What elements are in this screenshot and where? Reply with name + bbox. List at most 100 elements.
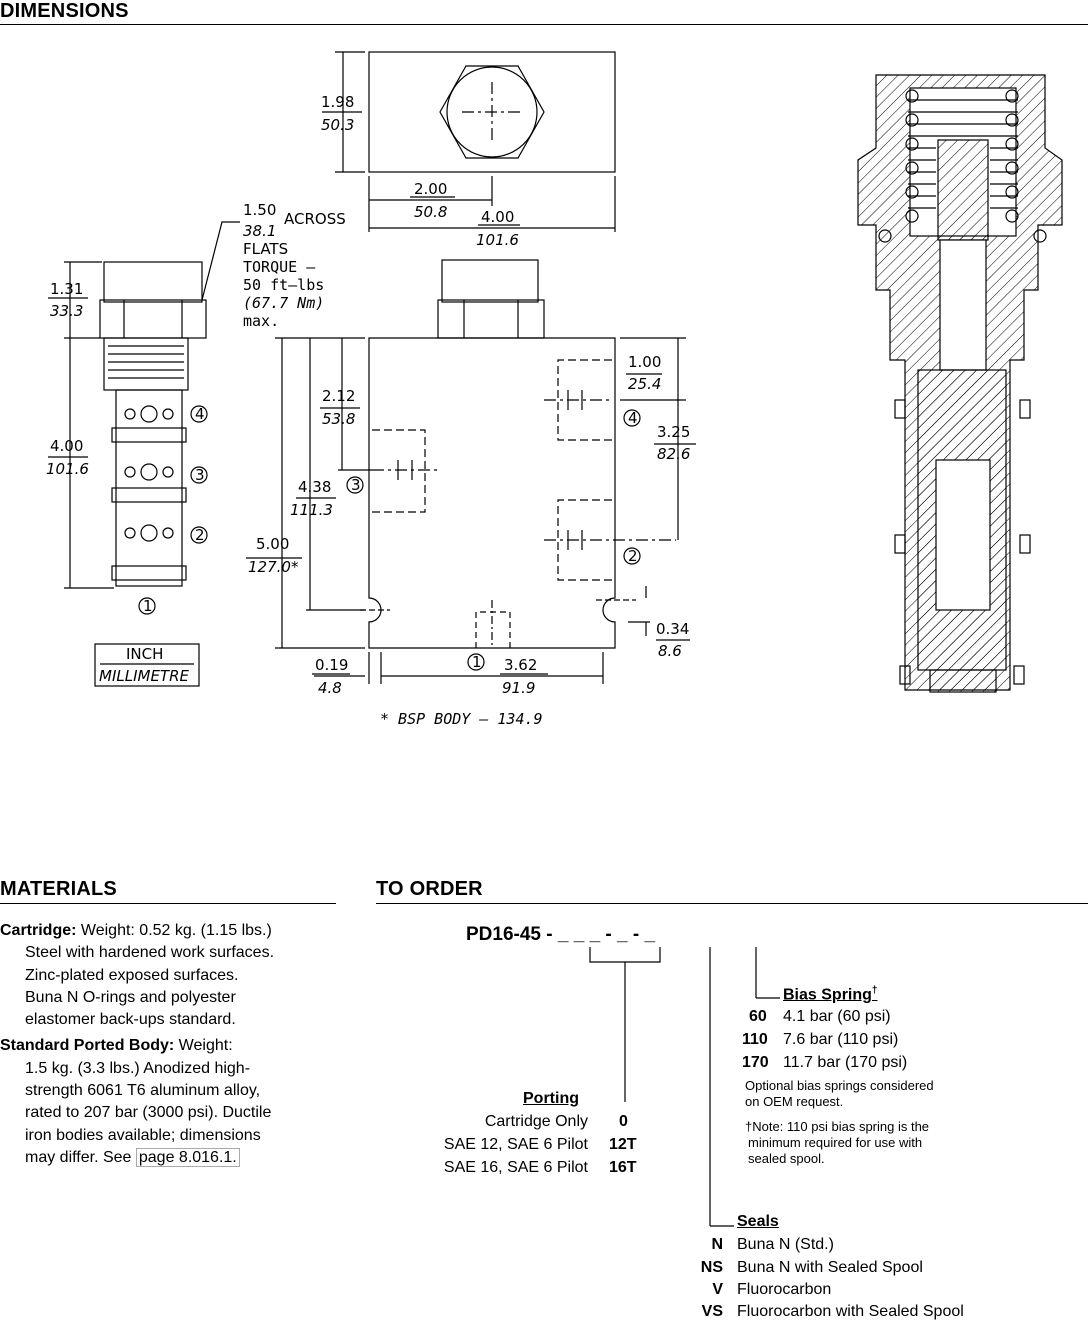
bias-label: 4.1 bar (60 psi) (783, 1008, 891, 1025)
materials-section: Cartridge: Weight: 0.52 kg. (1.15 lbs.) … (0, 920, 340, 1173)
dim-label: 4.8 (318, 679, 342, 697)
cartridge-line: Buna N O-rings and polyester (25, 988, 236, 1006)
dim-label: 1.31 (50, 280, 83, 298)
dim-label: 4.38 (298, 478, 331, 496)
materials-rule (0, 903, 336, 904)
body-weight: Weight: (174, 1037, 233, 1055)
dimensions-rule (0, 24, 1088, 25)
dimension-drawing: 1.98 50.3 2.00 50.8 4.00 101.6 1.50 ACRO… (46, 51, 1063, 728)
cartridge-view (48, 221, 240, 687)
port-label: 1 (143, 597, 153, 615)
cartridge-materials: Cartridge: Weight: 0.52 kg. (1.15 lbs.) … (0, 920, 340, 1031)
dim-label: 1.50 (243, 201, 276, 219)
seal-code: V (712, 1281, 723, 1298)
cartridge-label: Cartridge: (0, 922, 77, 939)
model-code: PD16-45 - _ _ _ - _ - _ (466, 924, 656, 945)
dim-label: 8.6 (658, 642, 682, 660)
porting-option-code: 12T (609, 1136, 637, 1153)
dimensions-title: DIMENSIONS (0, 0, 129, 22)
note-line: minimum required for use with (748, 1135, 923, 1150)
port-label: 2 (628, 547, 638, 565)
body-line: strength 6061 T6 aluminum alloy, (25, 1082, 261, 1100)
port-label: 4 (195, 405, 205, 423)
top-view (322, 51, 616, 232)
dim-label: 5.00 (256, 535, 289, 553)
dim-label: 25.4 (628, 375, 661, 393)
dim-label: 4.00 (481, 208, 514, 226)
bias-code: 170 (742, 1054, 769, 1071)
seal-code: NS (700, 1259, 723, 1276)
bias-label: 7.6 bar (110 psi) (783, 1031, 899, 1048)
bias-label: 11.7 bar (170 psi) (783, 1054, 908, 1071)
seal-label: Fluorocarbon (737, 1281, 832, 1298)
porting-option-label: Cartridge Only (484, 1113, 588, 1130)
body-line: rated to 207 bar (3000 psi). Ductile (25, 1104, 272, 1122)
bias-note-minimum: †Note: 110 psi bias spring is the minimu… (745, 1119, 929, 1167)
bias-heading-text: Bias Spring (783, 986, 872, 1004)
legend-millimetre: MILLIMETRE (99, 667, 190, 685)
dim-label: 101.6 (476, 231, 519, 249)
dim-label: 3.62 (504, 656, 537, 674)
torque-note: 50 ft–lbs (243, 276, 324, 294)
dim-label: 50.3 (321, 116, 354, 134)
porting-option-code: 0 (619, 1113, 628, 1130)
torque-note: (67.7 Nm) (243, 294, 324, 312)
body-line: 1.5 kg. (3.3 lbs.) Anodized high- (25, 1059, 251, 1077)
body-line: iron bodies available; dimensions (25, 1126, 261, 1144)
note-line: sealed spool. (748, 1151, 825, 1166)
page-link[interactable]: page 8.016.1. (135, 1147, 240, 1167)
bias-spring-heading: Bias Spring† (783, 985, 877, 1004)
cartridge-line: Steel with hardened work surfaces. (25, 944, 275, 962)
port-label: 2 (195, 526, 205, 544)
porting-option-code: 16T (609, 1159, 637, 1176)
body-view (246, 259, 696, 684)
dim-label: 2.00 (414, 180, 447, 198)
dim-label: FLATS (243, 240, 288, 258)
dim-label: 1.00 (628, 353, 661, 371)
port-label: 1 (472, 653, 482, 671)
dim-label: 0.34 (656, 620, 689, 638)
bsp-body-note: * BSP BODY – 134.9 (380, 710, 543, 728)
order-rule (376, 903, 1088, 904)
dim-label: 2.12 (322, 387, 355, 405)
torque-note: max. (243, 312, 279, 330)
seals-heading: Seals (737, 1213, 779, 1230)
porting-option-label: SAE 12, SAE 6 Pilot (443, 1136, 588, 1153)
dim-label: 111.3 (290, 501, 333, 519)
dim-label: 0.19 (315, 656, 348, 674)
dim-label: 38.1 (243, 222, 276, 240)
note-line: Optional bias springs considered (745, 1078, 934, 1093)
seal-label: Buna N with Sealed Spool (737, 1259, 923, 1276)
note-line: on OEM request. (745, 1094, 844, 1109)
body-port-circles (346, 409, 641, 565)
dim-label: 53.8 (322, 410, 355, 428)
note-line: †Note: 110 psi bias spring is the (745, 1119, 930, 1134)
dim-label: 1.98 (321, 93, 354, 111)
cartridge-port-labels (190, 405, 208, 544)
legend-inch: INCH (126, 645, 163, 663)
seal-label: Buna N (Std.) (737, 1236, 834, 1253)
dim-label: 33.3 (50, 302, 83, 320)
cross-section-view (857, 74, 1063, 693)
seal-label: Fluorocarbon with Sealed Spool (737, 1303, 964, 1320)
port-label: 3 (351, 476, 361, 494)
body-materials: Standard Ported Body: Weight: 1.5 kg. (3… (0, 1035, 340, 1169)
bias-code: 110 (742, 1031, 768, 1048)
dim-label: 101.6 (46, 460, 89, 478)
dim-label: ACROSS (284, 210, 346, 228)
body-labels: 2.12 53.8 4.38 111.3 5.00 127.0* 1.00 25… (248, 353, 690, 728)
port-label: 4 (628, 409, 638, 427)
order-title: TO ORDER (376, 878, 483, 900)
body-line: may differ. See (25, 1148, 136, 1166)
dim-label: 3.25 (657, 423, 690, 441)
cartridge-labels: 1.50 ACROSS 38.1 FLATS TORQUE – 50 ft–lb… (46, 201, 346, 685)
porting-heading: Porting (523, 1090, 579, 1107)
dim-label: 127.0* (248, 558, 299, 576)
dim-label: 91.9 (502, 679, 535, 697)
port-label: 3 (195, 466, 205, 484)
bias-note-optional: Optional bias springs considered on OEM … (745, 1078, 934, 1110)
body-label: Standard Ported Body: (0, 1037, 175, 1055)
cartridge-line: Zinc-plated exposed surfaces. (25, 966, 239, 984)
porting-option-label: SAE 16, SAE 6 Pilot (443, 1159, 588, 1176)
cartridge-line: elastomer back-ups standard. (25, 1011, 236, 1029)
